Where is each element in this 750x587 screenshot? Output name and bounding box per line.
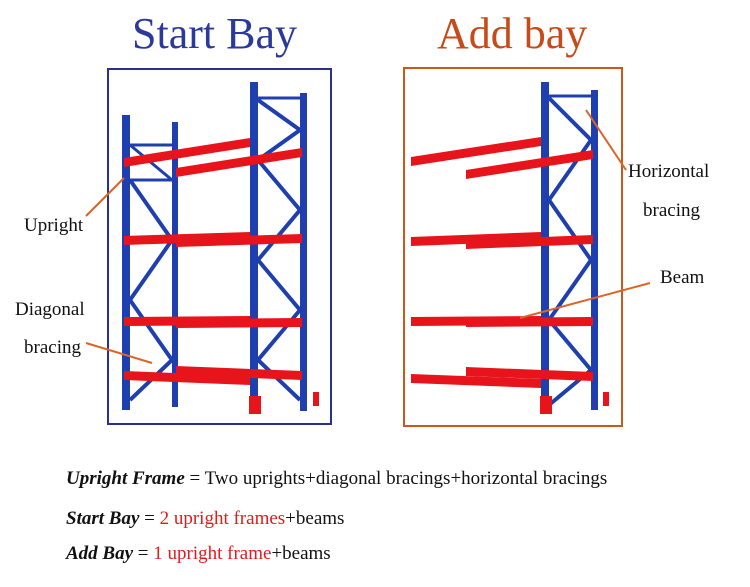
beam bbox=[411, 137, 541, 166]
beam bbox=[466, 235, 593, 249]
upright-label: Upright bbox=[24, 215, 84, 236]
horizontal-bracing-label-line2: bracing bbox=[643, 200, 700, 221]
horizontal-bracing-label-line1: Horizontal bbox=[628, 161, 710, 182]
start-bay-panel bbox=[107, 68, 332, 425]
diagonal-bracing-label-line1: Diagonal bbox=[15, 299, 85, 320]
base-plate bbox=[249, 396, 261, 414]
beam bbox=[466, 150, 593, 179]
base-plate bbox=[540, 396, 552, 414]
beam bbox=[411, 232, 541, 246]
upright-rear bbox=[591, 90, 598, 410]
base-plate bbox=[313, 392, 319, 406]
formula-rest: +beams bbox=[271, 543, 331, 564]
upright-rear-right bbox=[300, 93, 307, 411]
formula-equals: = bbox=[184, 468, 205, 489]
formula-highlight: 2 upright frames bbox=[159, 508, 286, 529]
formula-term: Add Bay bbox=[66, 543, 134, 564]
formula-rest: +beams bbox=[285, 508, 345, 529]
base-plate bbox=[603, 392, 609, 406]
start-bay-title: Start Bay bbox=[132, 9, 297, 58]
start-bay-formula: Start Bay = 2 upright frames+beams bbox=[66, 508, 344, 530]
formula-equals: = bbox=[133, 543, 154, 564]
add-bay-frame bbox=[541, 82, 598, 412]
beam bbox=[176, 234, 302, 247]
add-bay-title: Add bay bbox=[437, 9, 588, 58]
beam bbox=[466, 317, 593, 327]
upright-front-right bbox=[172, 122, 178, 407]
beam bbox=[176, 366, 302, 380]
formula-term: Start Bay bbox=[66, 508, 140, 529]
beam bbox=[176, 318, 302, 328]
beam-label: Beam bbox=[660, 267, 705, 288]
beam bbox=[124, 138, 250, 167]
add-bay-formula: Add Bay = 1 upright frame+beams bbox=[66, 543, 331, 565]
beam bbox=[124, 371, 250, 385]
add-bay-beams bbox=[411, 137, 609, 414]
add-bay-panel bbox=[403, 67, 623, 427]
beam bbox=[176, 148, 302, 177]
formula-highlight: 1 upright frame bbox=[153, 543, 272, 564]
upright-front-left bbox=[122, 115, 130, 410]
upright-frame-formula: Upright Frame = Two uprights+diagonal br… bbox=[66, 468, 607, 490]
diagonal-bracing-label-line2: bracing bbox=[24, 337, 81, 358]
formula-term: Upright Frame bbox=[66, 468, 185, 489]
formula-equals: = bbox=[139, 508, 160, 529]
beam bbox=[466, 367, 593, 381]
formula-rest: Two uprights+diagonal bracings+horizonta… bbox=[204, 468, 608, 489]
diagonal-bracing bbox=[546, 96, 594, 407]
beam bbox=[411, 374, 541, 388]
start-bay-beams bbox=[124, 138, 319, 414]
upright-front bbox=[541, 82, 549, 412]
upright-rear-left bbox=[250, 82, 258, 412]
